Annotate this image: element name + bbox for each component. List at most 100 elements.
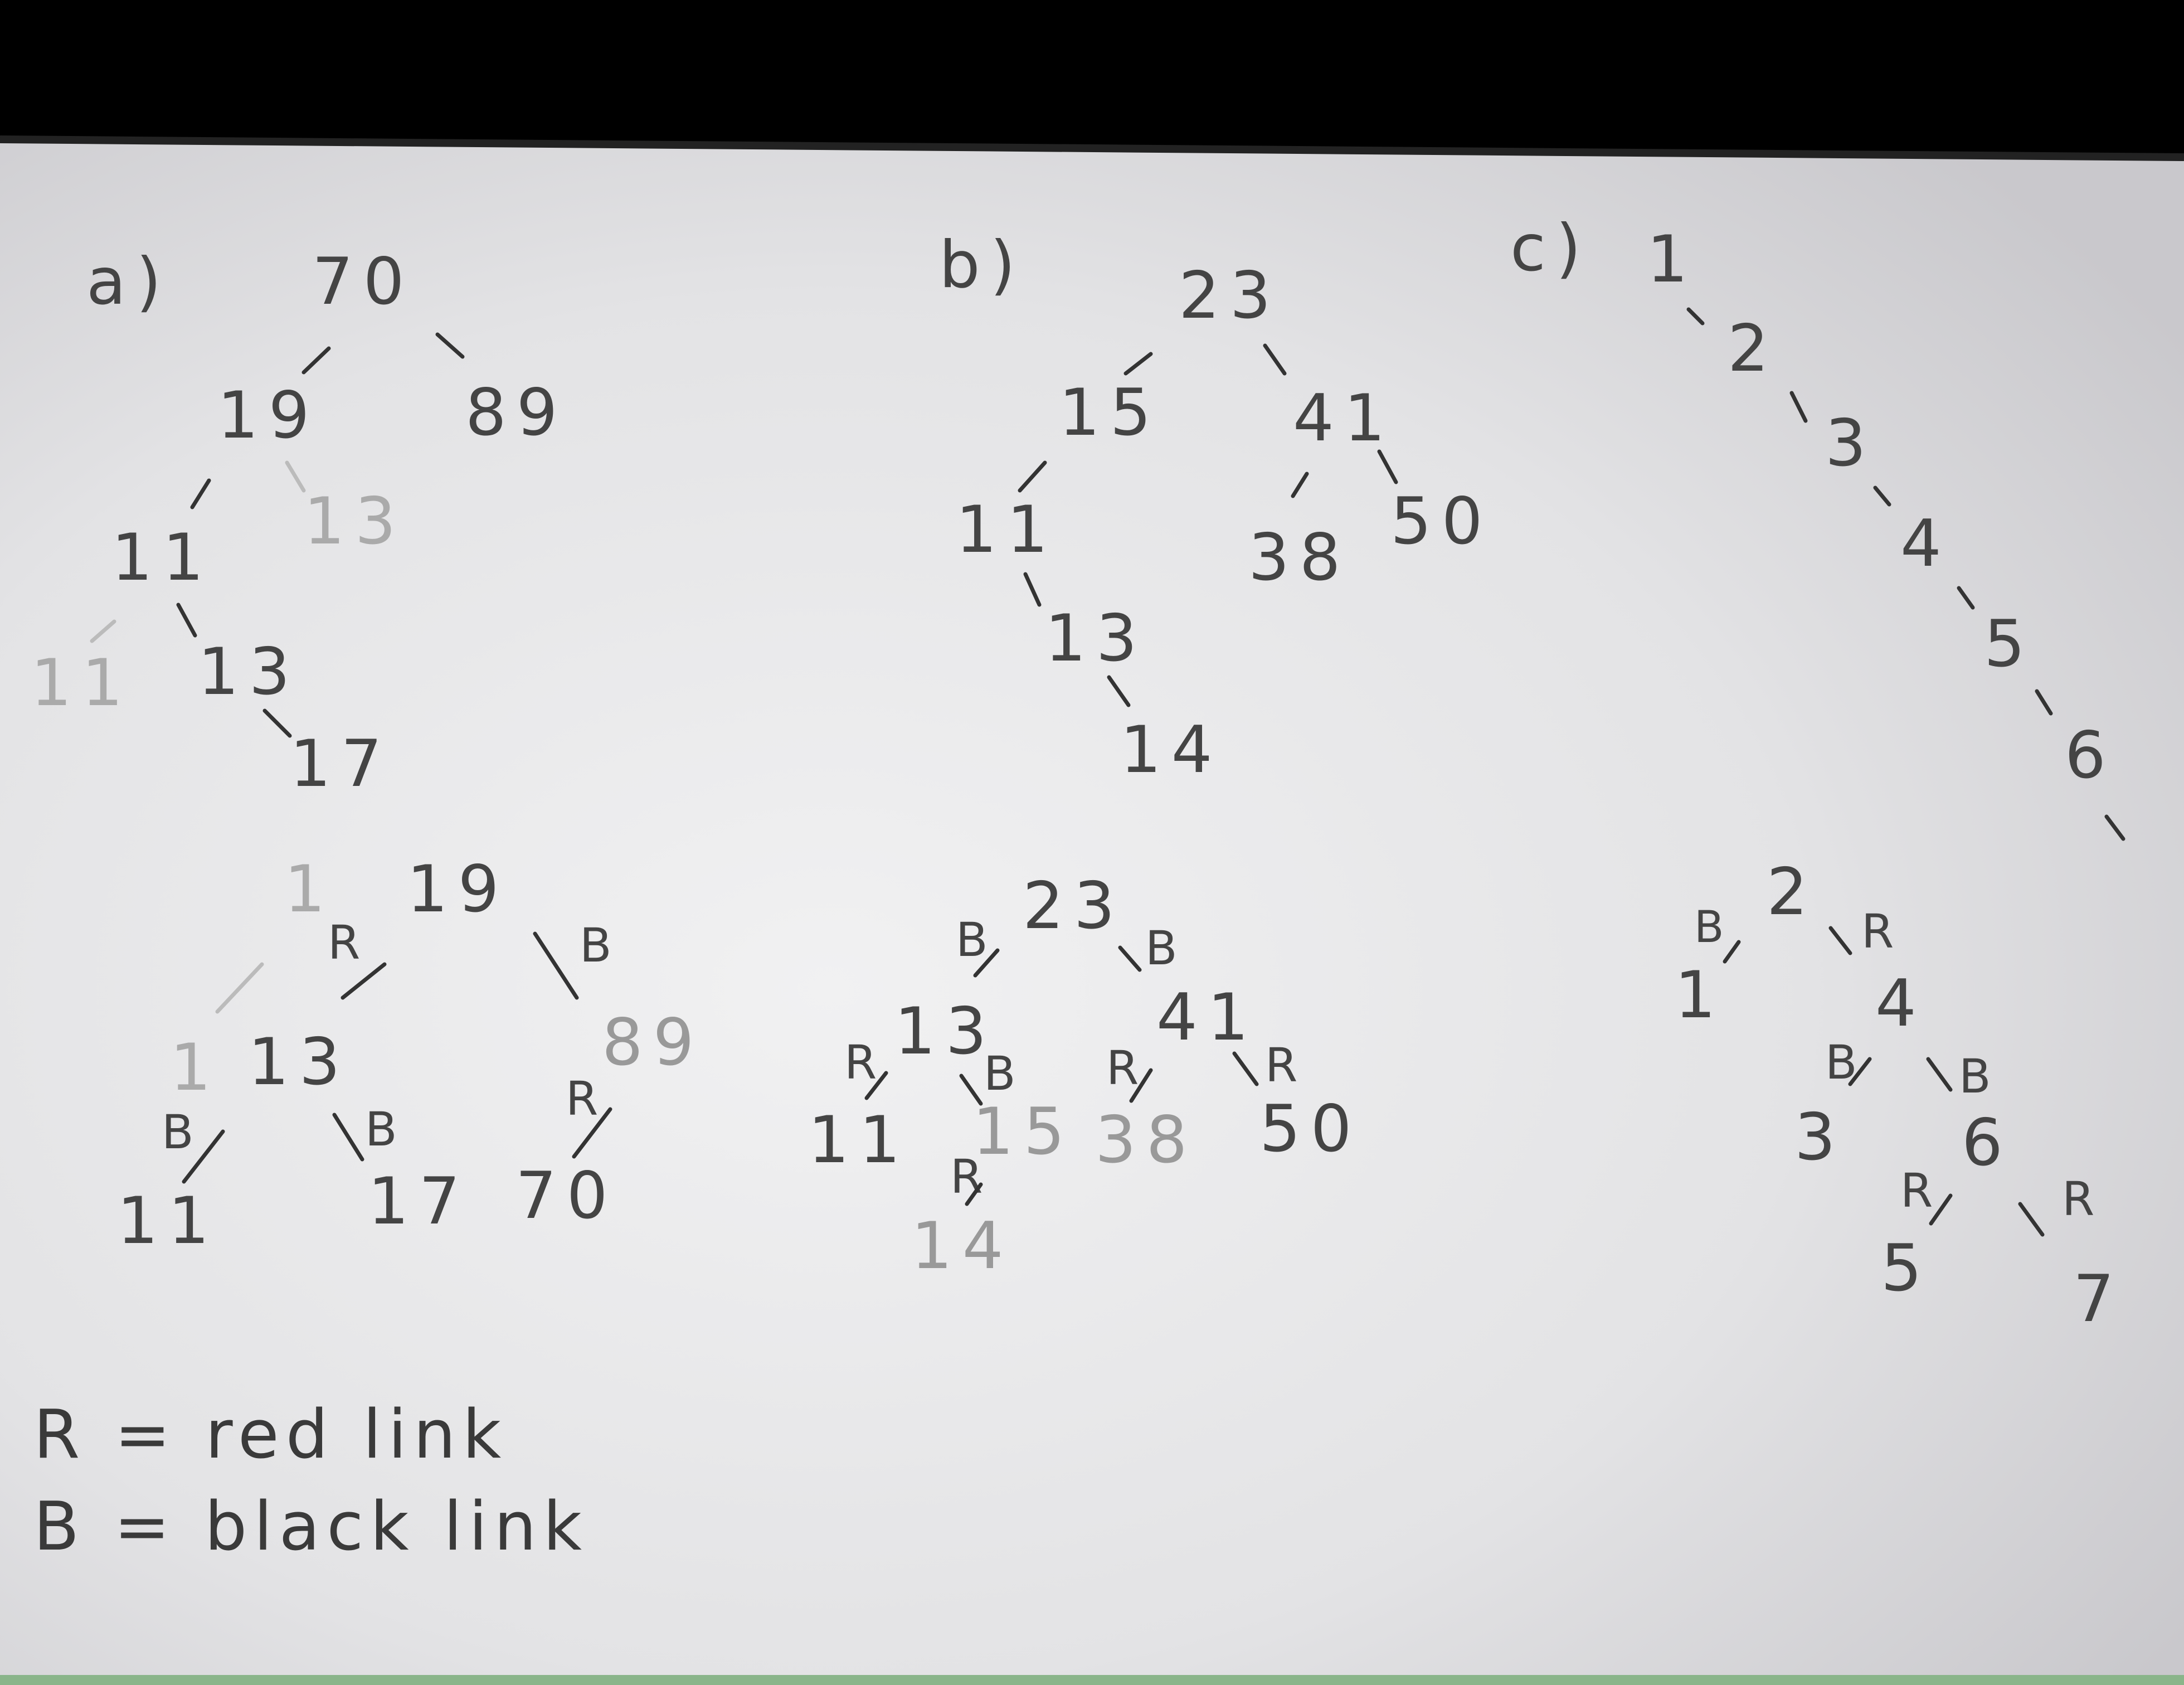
section-c-label: c) xyxy=(1510,211,1591,286)
tree-edge xyxy=(435,332,465,359)
tree-edge xyxy=(1957,586,1975,610)
node-13: 13 xyxy=(1045,601,1147,676)
node-38: 38 xyxy=(1248,520,1351,595)
node-4: 4 xyxy=(1900,506,1952,581)
tree-edge xyxy=(1291,472,1309,498)
legend-red: R = red link xyxy=(33,1396,508,1474)
link-label: R xyxy=(566,1071,598,1126)
tree-edge xyxy=(1848,1057,1872,1086)
tree-edge xyxy=(959,1074,983,1106)
node-11-faint: 11 xyxy=(31,645,133,721)
node-19: 19 xyxy=(217,378,320,453)
tree-edge xyxy=(1873,485,1891,507)
tree-edge xyxy=(90,619,116,643)
node-13: 13 xyxy=(248,1024,351,1100)
tree-c-rb: 2 B R 1 4 B B 3 6 R R 5 7 xyxy=(1675,854,2114,1337)
link-label: B xyxy=(580,918,612,973)
node-11: 11 xyxy=(808,1103,911,1178)
rb-faint-2: 1 xyxy=(170,1030,221,1105)
node-38: 38 xyxy=(1095,1103,1198,1178)
node-2: 2 xyxy=(1728,311,1779,386)
link-label: R xyxy=(328,915,360,970)
link-label: R xyxy=(1900,1163,1933,1218)
link-label: R xyxy=(1106,1041,1139,1095)
tree-edge xyxy=(572,1107,612,1159)
tree-edge xyxy=(1023,572,1042,607)
tree-edge xyxy=(1926,1057,1953,1092)
node-11: 11 xyxy=(111,520,214,595)
tree-edge xyxy=(301,346,331,375)
node-13: 13 xyxy=(198,634,300,710)
section-b: b) 23 15 41 11 38 50 13 14 23 B B 13 41 xyxy=(808,227,1493,1284)
paper-edge xyxy=(0,135,2184,161)
paper-sheet xyxy=(0,139,2184,1685)
tree-b-rb: 23 B B 13 41 R B R R 11 15 38 50 R 14 xyxy=(808,868,1352,1284)
tree-edge xyxy=(215,962,264,1014)
tree-edge xyxy=(1232,1051,1259,1086)
node-1: 1 xyxy=(1675,958,1726,1033)
tree-edge xyxy=(1129,1068,1153,1103)
node-15: 15 xyxy=(972,1094,1075,1169)
link-label: R xyxy=(950,1149,982,1204)
node-11: 11 xyxy=(117,1183,220,1259)
tree-edge xyxy=(285,460,306,493)
tree-edge xyxy=(965,1182,983,1206)
legend: R = red link B = black link xyxy=(33,1396,588,1566)
node-4: 4 xyxy=(1875,966,1927,1041)
node-41: 41 xyxy=(1156,980,1259,1055)
tree-edge xyxy=(190,478,211,509)
tree-edge xyxy=(973,948,1000,978)
rb-faint-1: 1 xyxy=(284,852,335,927)
node-5: 5 xyxy=(1984,606,2035,682)
tree-edge xyxy=(864,1071,888,1100)
node-13-faint: 13 xyxy=(304,484,406,559)
node-11: 11 xyxy=(956,492,1058,567)
link-label: B xyxy=(1959,1049,1991,1104)
link-label: B xyxy=(984,1046,1016,1101)
node-14: 14 xyxy=(911,1208,1014,1284)
node-3: 3 xyxy=(1794,1100,1846,1175)
tree-edge xyxy=(1789,391,1808,423)
tree-edge xyxy=(341,962,387,1000)
section-a-label: a) xyxy=(86,244,171,319)
section-a: a) 70 19 89 13 11 11 13 17 1 19 R B xyxy=(31,244,704,1259)
node-14: 14 xyxy=(1120,712,1223,788)
tree-edge xyxy=(1377,449,1398,484)
node-70: 70 xyxy=(515,1158,618,1234)
node-17: 17 xyxy=(368,1164,470,1239)
tree-edge xyxy=(1107,675,1131,707)
node-2: 2 xyxy=(1767,854,1818,930)
link-label: B xyxy=(365,1102,397,1157)
tree-edge xyxy=(182,1129,225,1184)
link-label: B xyxy=(162,1105,194,1159)
section-c: c) 1 2 3 4 5 6 2 B R 1 4 B B xyxy=(1510,211,2125,1337)
tree-a-bst: 70 19 89 13 11 11 13 17 xyxy=(31,244,568,802)
node-89: 89 xyxy=(465,375,568,450)
tree-edge xyxy=(1263,343,1287,376)
node-15: 15 xyxy=(1059,375,1161,450)
node-6: 6 xyxy=(1962,1105,2013,1181)
tree-edge xyxy=(262,708,292,738)
node-50: 50 xyxy=(1390,484,1493,559)
photo-bottom-edge xyxy=(0,1675,2184,1685)
node-17: 17 xyxy=(290,726,392,802)
node-19: 19 xyxy=(407,852,509,927)
tree-edge xyxy=(1723,940,1741,964)
tree-edge xyxy=(1123,352,1153,376)
link-label: R xyxy=(1861,904,1894,959)
node-1: 1 xyxy=(1647,222,1698,297)
tree-edge xyxy=(2035,689,2053,716)
tree-edge xyxy=(176,603,197,638)
tree-edge xyxy=(1828,926,1852,955)
link-label: B xyxy=(1145,921,1178,975)
node-89: 89 xyxy=(602,1005,704,1080)
link-label: B xyxy=(956,912,988,967)
node-6: 6 xyxy=(2065,718,2116,793)
node-5: 5 xyxy=(1881,1231,1932,1306)
tree-edge xyxy=(332,1113,364,1162)
node-23: 23 xyxy=(1179,258,1281,333)
legend-black: B = black link xyxy=(33,1488,588,1566)
node-70: 70 xyxy=(312,244,415,319)
tree-b-bst: 23 15 41 11 38 50 13 14 xyxy=(956,258,1493,788)
link-label: B xyxy=(1694,902,1724,953)
